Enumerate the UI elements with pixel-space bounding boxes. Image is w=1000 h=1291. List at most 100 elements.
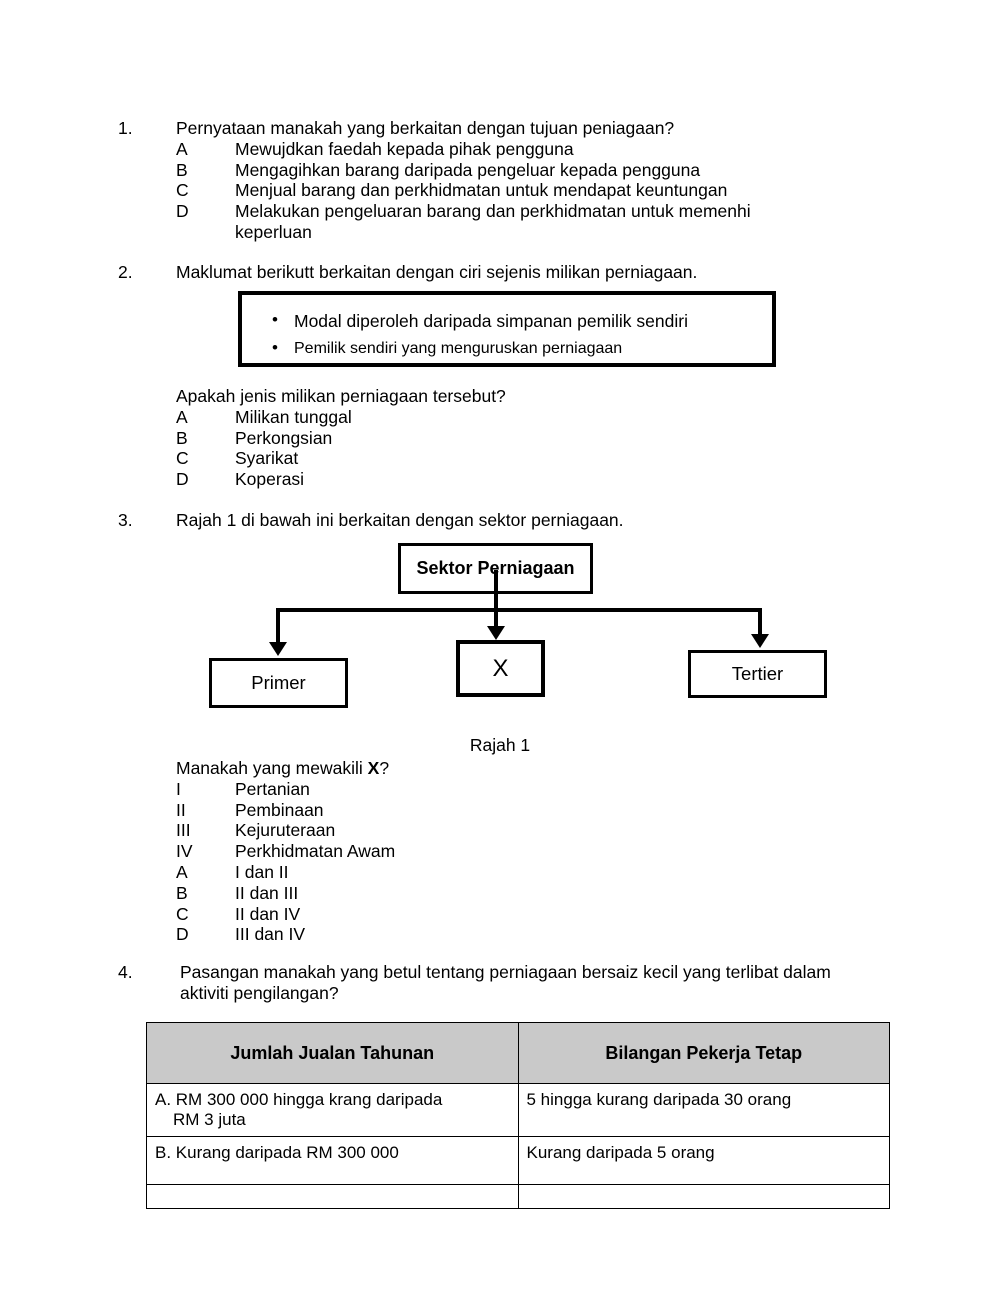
option-letter: A [176, 406, 188, 427]
table-cell-empty-sales [146, 1184, 519, 1209]
table-cell-line-2: RM 3 juta [173, 1110, 246, 1129]
option-text: Syarikat [235, 448, 299, 469]
column-header-bilangan-pekerja: Bilangan Pekerja Tetap [517, 1022, 890, 1084]
option-letter: C [176, 903, 189, 924]
diagram-connector-drop-middle [494, 608, 498, 628]
diagram-box-root: Sektor Perniagaan [398, 543, 593, 594]
option-text: III dan IV [235, 924, 306, 945]
roman-item-text: Perkhidmatan Awam [235, 841, 396, 862]
option-letter: A [176, 861, 188, 882]
table-row: A. RM 300 000 hingga krang daripada RM 3… [146, 1083, 890, 1137]
question-2-number: 2. [118, 262, 133, 282]
question-3-option-a[interactable]: A I dan II [176, 862, 876, 883]
question-2-answer-section: Apakah jenis milikan perniagaan tersebut… [176, 386, 876, 490]
question-1-option-c[interactable]: C Menjual barang dan perkhidmatan untuk … [176, 180, 878, 201]
question-3-stem: Rajah 1 di bawah ini berkaitan dengan se… [176, 510, 624, 530]
diagram-box-root-label: Sektor Perniagaan [416, 558, 575, 578]
question-2-option-c[interactable]: C Syarikat [176, 448, 876, 469]
question-3-item-iv: IV Perkhidmatan Awam [176, 841, 876, 862]
question-2-option-b[interactable]: B Perkongsian [176, 428, 876, 449]
question-3-item-ii: II Pembinaan [176, 800, 876, 821]
question-4-table: Jumlah Jualan Tahunan Bilangan Pekerja T… [146, 1022, 890, 1209]
table-cell-line-1: A. RM 300 000 hingga krang daripada [155, 1090, 443, 1109]
diagram-caption: Rajah 1 [469, 735, 531, 755]
roman-item-text: Pembinaan [235, 799, 324, 820]
roman-numeral: I [176, 778, 181, 799]
question-3-sub-stem-variable: X [367, 758, 380, 778]
table-header-row: Jumlah Jualan Tahunan Bilangan Pekerja T… [146, 1022, 890, 1084]
stimulus-bullet-item: Modal diperoleh daripada simpanan pemili… [272, 306, 772, 335]
question-1-option-d[interactable]: D Melakukan pengeluaran barang dan perkh… [176, 201, 878, 222]
option-letter: B [176, 159, 188, 180]
question-3-number: 3. [118, 510, 133, 530]
question-1-stem: Pernyataan manakah yang berkaitan dengan… [176, 118, 675, 138]
question-3-option-d[interactable]: D III dan IV [176, 924, 876, 945]
option-text: II dan III [235, 882, 299, 903]
roman-numeral: IV [176, 841, 193, 862]
roman-numeral: II [176, 799, 186, 820]
column-header-jumlah-jualan: Jumlah Jualan Tahunan [146, 1022, 519, 1084]
table-cell-option-a-workers: 5 hingga kurang daripada 30 orang [517, 1083, 890, 1137]
question-2-stimulus-box: Modal diperoleh daripada simpanan pemili… [238, 291, 776, 367]
question-1: 1. Pernyataan manakah yang berkaitan den… [118, 118, 878, 243]
question-1-option-b[interactable]: B Mengagihkan barang daripada pengeluar … [176, 160, 878, 181]
question-3-sub-stem: Manakah yang mewakili X? [176, 758, 876, 779]
option-text: I dan II [235, 861, 289, 882]
arrow-down-icon [751, 634, 769, 648]
option-letter: D [176, 469, 189, 490]
diagram-box-tertier: Tertier [688, 650, 827, 698]
option-text: Koperasi [235, 469, 305, 490]
diagram-connector-drop-right [758, 608, 762, 636]
question-2: 2. Maklumat berikutt berkaitan dengan ci… [118, 262, 878, 283]
question-2-option-a[interactable]: A Milikan tunggal [176, 407, 876, 428]
stimulus-bullet-list: Modal diperoleh daripada simpanan pemili… [242, 295, 772, 363]
option-text: Menjual barang dan perkhidmatan untuk me… [235, 180, 728, 201]
question-4: 4. Pasangan manakah yang betul tentang p… [118, 962, 918, 1004]
table-cell-option-b-sales: B. Kurang daripada RM 300 000 [146, 1136, 519, 1185]
question-3-answer-section: Manakah yang mewakili X? I Pertanian II … [176, 758, 876, 945]
table-row [146, 1184, 890, 1209]
diagram-connector-horizontal-bus [276, 608, 762, 612]
option-letter: D [176, 201, 189, 222]
question-3-option-c[interactable]: C II dan IV [176, 904, 876, 925]
question-3: 3. Rajah 1 di bawah ini berkaitan dengan… [118, 510, 878, 531]
option-letter: D [176, 924, 189, 945]
table-cell-option-a-sales: A. RM 300 000 hingga krang daripada RM 3… [146, 1083, 519, 1137]
question-3-sub-stem-lead: Manakah yang mewakili [176, 758, 368, 778]
option-text: Mengagihkan barang daripada pengeluar ke… [235, 159, 701, 180]
table-body: A. RM 300 000 hingga krang daripada RM 3… [146, 1083, 890, 1209]
question-1-option-d-continuation: keperluan [235, 221, 312, 242]
table-row: B. Kurang daripada RM 300 000 Kurang dar… [146, 1136, 890, 1185]
table-head: Jumlah Jualan Tahunan Bilangan Pekerja T… [146, 1022, 890, 1084]
question-1-number: 1. [118, 118, 133, 138]
table-cell-empty-workers [517, 1184, 890, 1209]
stimulus-bullet-item: Pemilik sendiri yang menguruskan perniag… [272, 334, 772, 363]
roman-item-text: Kejuruteraan [235, 820, 336, 841]
question-2-stem: Maklumat berikutt berkaitan dengan ciri … [176, 262, 698, 282]
roman-item-text: Pertanian [235, 778, 310, 799]
diagram-box-tertier-label: Tertier [731, 663, 784, 684]
option-text: II dan IV [235, 903, 301, 924]
option-letter: B [176, 427, 188, 448]
question-4-stem: Pasangan manakah yang betul tentang pern… [180, 962, 831, 1003]
question-3-option-b[interactable]: B II dan III [176, 883, 876, 904]
question-1-option-a[interactable]: A Mewujdkan faedah kepada pihak pengguna [176, 139, 878, 160]
question-2-sub-stem: Apakah jenis milikan perniagaan tersebut… [176, 386, 506, 406]
arrow-down-icon [269, 642, 287, 656]
sektor-perniagaan-diagram: Sektor Perniagaan Primer X Tertier [0, 0, 1000, 708]
question-3-item-iii: III Kejuruteraan [176, 820, 876, 841]
diagram-box-primer: Primer [209, 658, 348, 708]
option-text: Milikan tunggal [235, 406, 352, 427]
option-text: Mewujdkan faedah kepada pihak pengguna [235, 138, 574, 159]
arrow-down-icon [487, 626, 505, 640]
diagram-box-primer-label: Primer [251, 672, 306, 693]
option-text: Melakukan pengeluaran barang dan perkhid… [235, 201, 751, 222]
diagram-box-x-label: X [492, 654, 509, 682]
option-letter: B [176, 882, 188, 903]
diagram-box-x: X [456, 640, 545, 697]
question-3-item-i: I Pertanian [176, 779, 876, 800]
diagram-connector-root-stub [494, 570, 498, 612]
question-4-number: 4. [118, 962, 133, 982]
question-2-option-d[interactable]: D Koperasi [176, 469, 876, 490]
